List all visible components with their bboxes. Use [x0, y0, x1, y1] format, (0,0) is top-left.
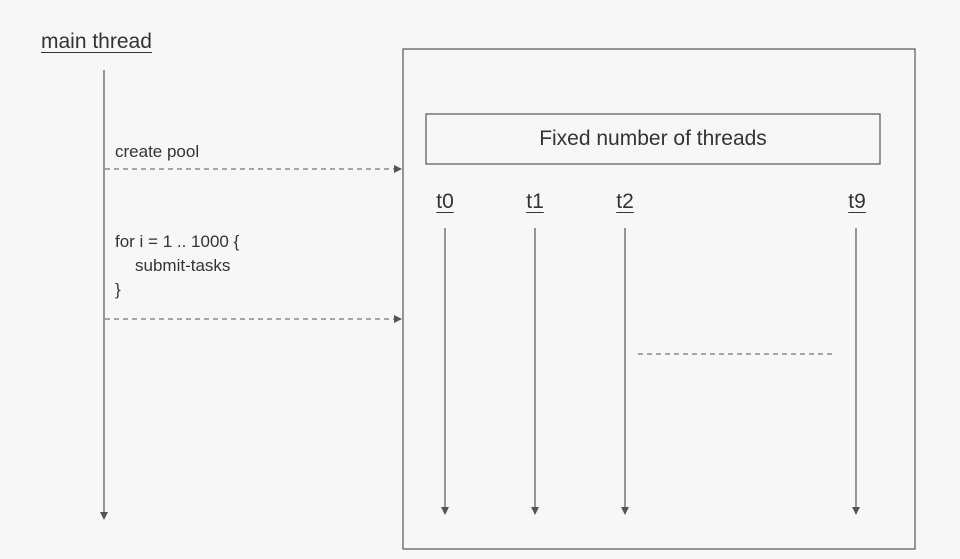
pool-title: Fixed number of threads — [539, 127, 767, 150]
thread-label-t2: t2 — [616, 190, 634, 213]
thread-label-t9: t9 — [848, 190, 866, 213]
thread-label-t0: t0 — [436, 190, 454, 213]
create-pool-label: create pool — [115, 142, 200, 161]
thread-label-t1: t1 — [526, 190, 544, 213]
pool-title-box — [425, 113, 881, 165]
loop-line-1: for i = 1 .. 1000 { — [115, 232, 240, 251]
thread-pool-box — [402, 48, 916, 550]
loop-line-2: submit-tasks — [135, 256, 231, 275]
main-thread-title: main thread — [41, 30, 152, 53]
loop-line-3: } — [115, 280, 121, 299]
